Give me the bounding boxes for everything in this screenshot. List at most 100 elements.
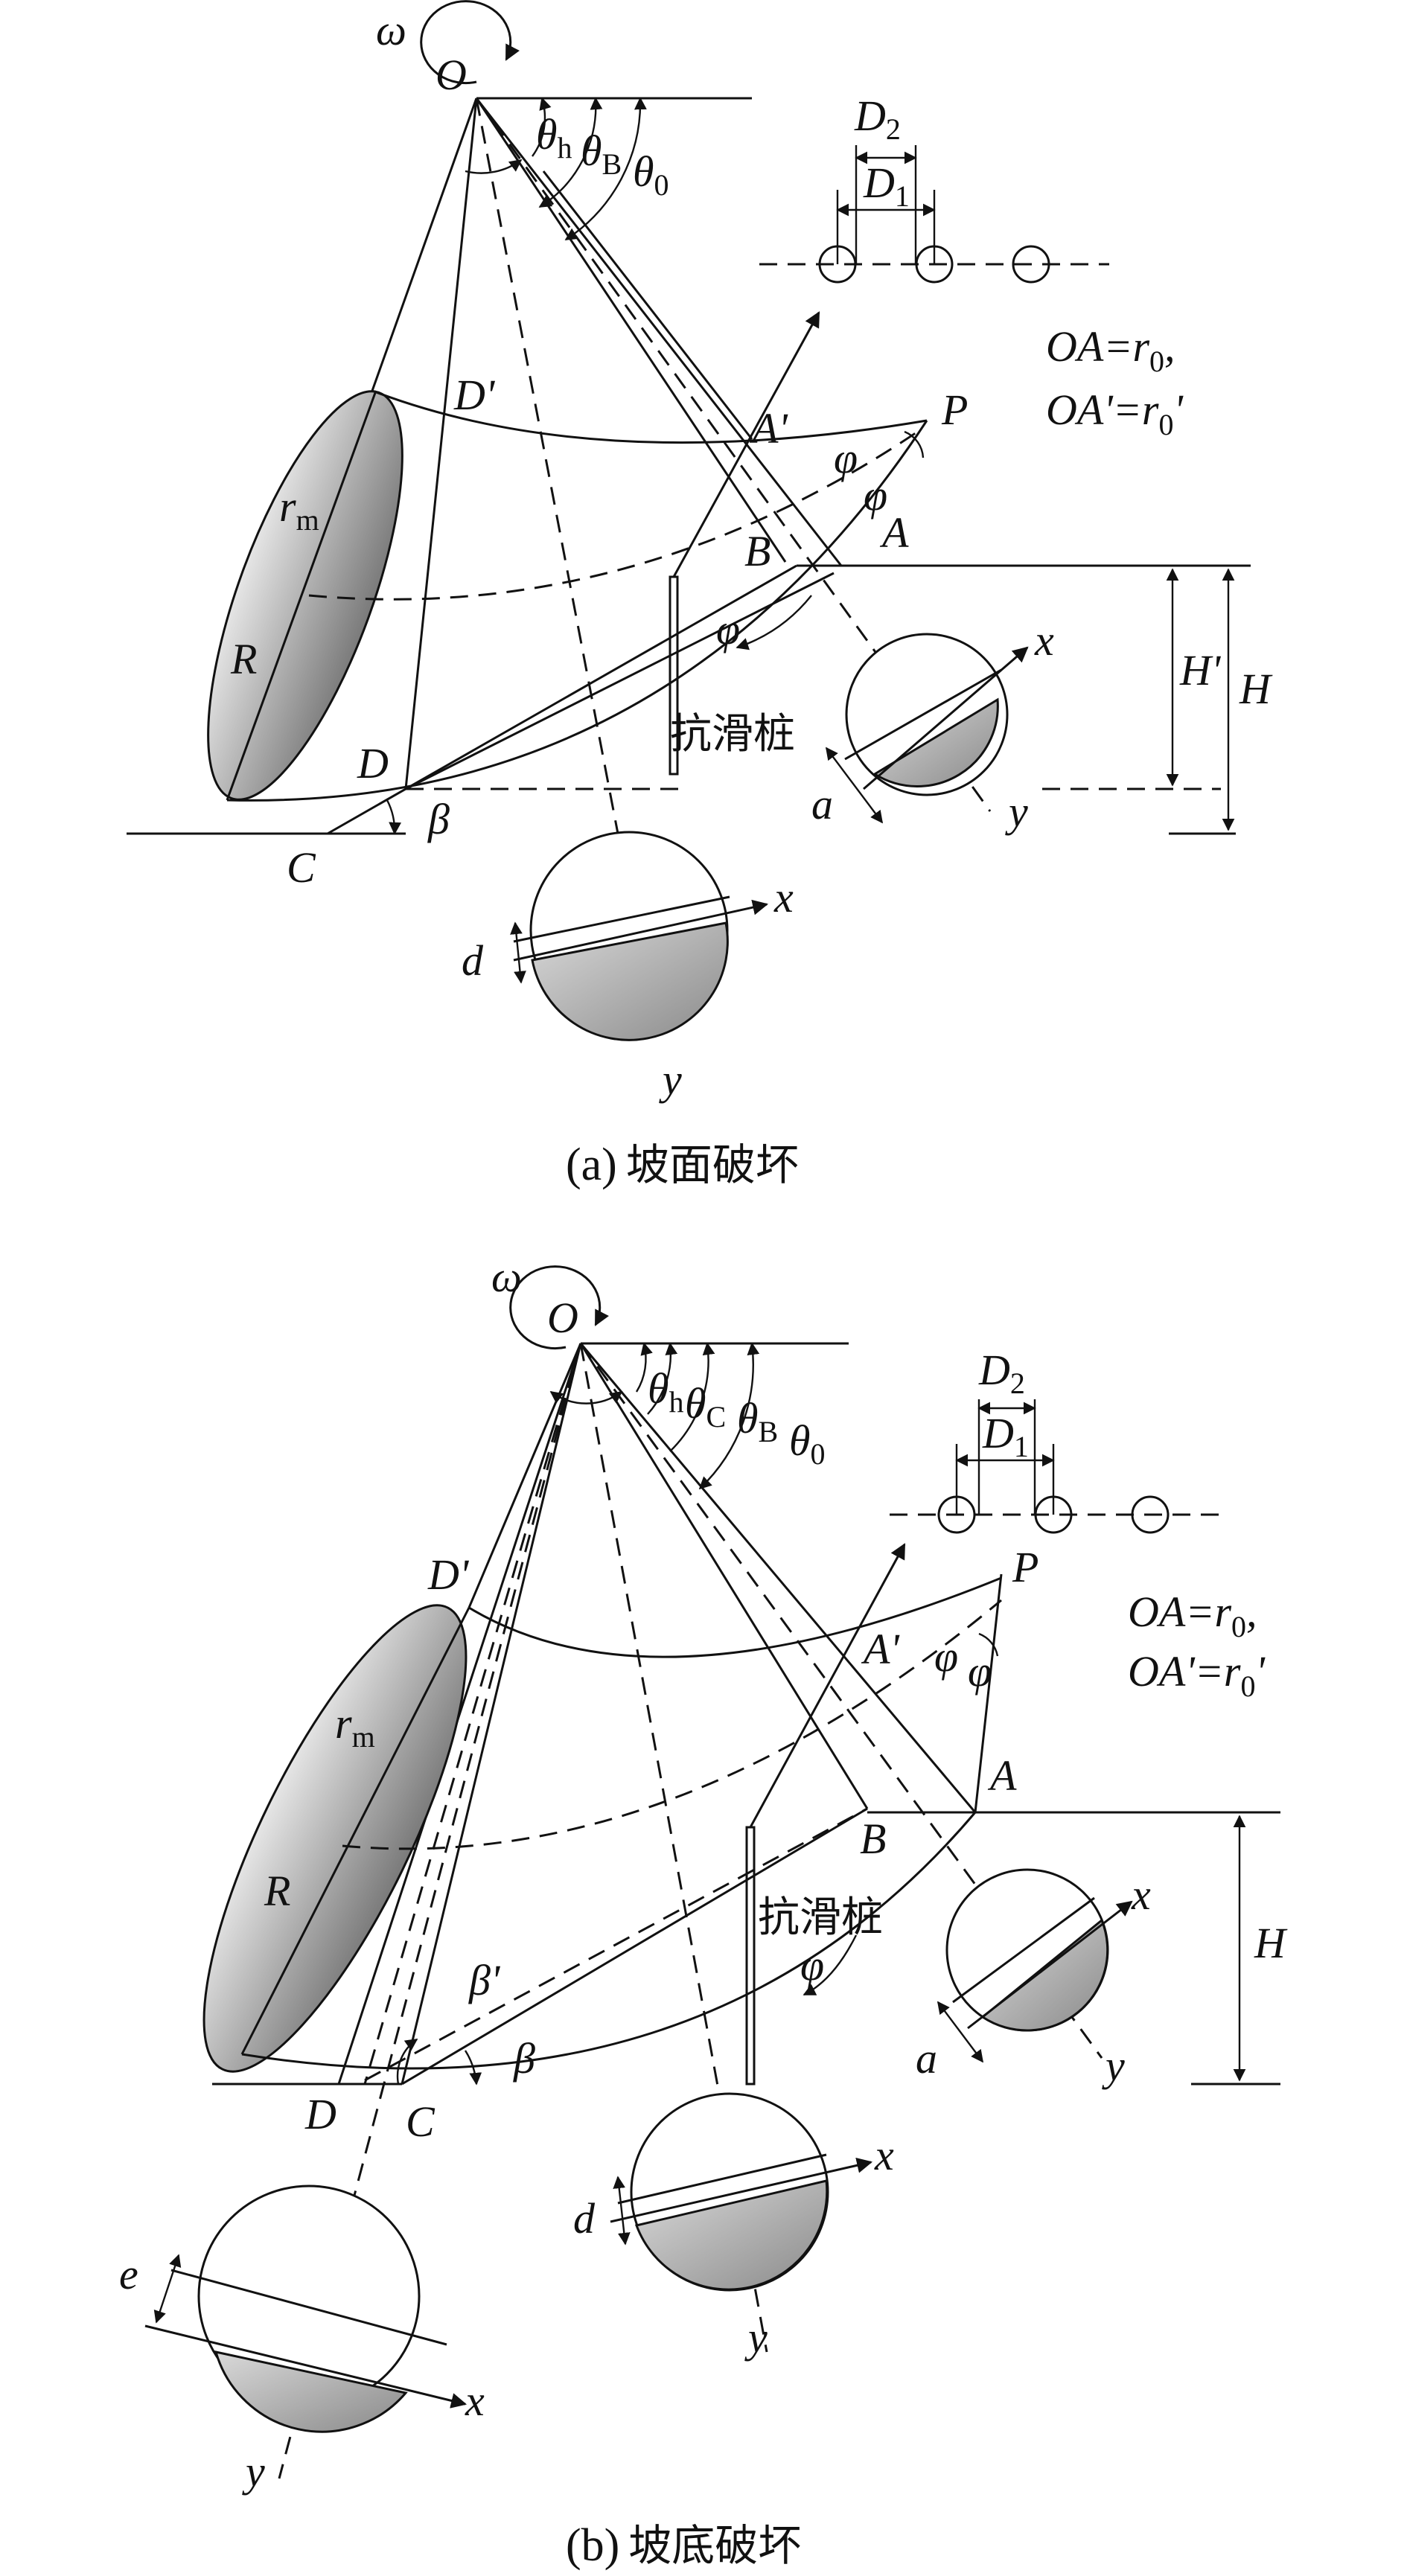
label-omega-b: ω bbox=[491, 1253, 522, 1301]
label-beta-b: β bbox=[513, 2034, 535, 2083]
label-theta-c-b: θC bbox=[685, 1379, 726, 1434]
upper-arc-a bbox=[371, 389, 928, 444]
label-e-b: e bbox=[119, 2250, 138, 2298]
label-H-b: H bbox=[1254, 1919, 1288, 1967]
upper-arc-b bbox=[468, 1576, 1002, 1658]
section-line-b3 bbox=[170, 2269, 447, 2346]
label-D1-a: D1 bbox=[863, 159, 910, 213]
label-B-b: B bbox=[860, 1815, 886, 1863]
section-axis-x-a1 bbox=[863, 646, 1029, 790]
eq1-b: OA=r0, bbox=[1128, 1588, 1257, 1643]
label-theta-h-a: θh bbox=[536, 110, 572, 164]
label-x1-b: x bbox=[1131, 1870, 1151, 1919]
slope-inner-a bbox=[405, 572, 835, 790]
label-y2-b: y bbox=[744, 2313, 768, 2362]
ellipse-axis-a bbox=[226, 390, 377, 801]
label-x3-b: x bbox=[465, 2377, 485, 2425]
rotation-arrow-a bbox=[420, 0, 520, 85]
cone-line-a1 bbox=[371, 98, 478, 391]
label-A-a: A bbox=[879, 508, 909, 557]
eq2-b: OA'=r0' bbox=[1128, 1647, 1266, 1703]
theta-c-arc-b bbox=[647, 1342, 678, 1415]
cone-ellipse-b bbox=[202, 1604, 468, 2073]
section-axis-x-b3 bbox=[144, 2324, 468, 2409]
label-a-a: a bbox=[811, 780, 833, 828]
label-D1-b: D1 bbox=[982, 1409, 1029, 1463]
dash-cone-b bbox=[363, 1343, 582, 2085]
pile-b bbox=[745, 1826, 756, 2086]
pile-circle-a3 bbox=[1012, 245, 1050, 284]
label-phi3-b: φ bbox=[800, 1941, 824, 1989]
label-Hprime-a: H' bbox=[1179, 646, 1222, 694]
phi-arrow-a bbox=[736, 595, 812, 651]
section-axis-x-b1 bbox=[967, 1900, 1133, 2030]
label-betaprime-b: β' bbox=[468, 1956, 501, 2004]
section-line-b1 bbox=[952, 1896, 1095, 2004]
section-shade-b3 bbox=[214, 2350, 408, 2433]
label-theta-0-b: θ0 bbox=[789, 1416, 826, 1471]
label-y2-a: y bbox=[659, 1055, 682, 1104]
label-rm-a: rm bbox=[279, 482, 319, 537]
label-x2-b: x bbox=[874, 2131, 894, 2179]
label-H-a: H bbox=[1239, 665, 1273, 713]
label-theta-b-b: θB bbox=[737, 1394, 778, 1448]
section-line-a1 bbox=[844, 668, 1002, 761]
section-e-dim-b3 bbox=[153, 2254, 182, 2324]
cone-line-a5 bbox=[542, 170, 753, 440]
dash-center-a1 bbox=[475, 98, 657, 1028]
cone-line-b5 bbox=[579, 1343, 977, 1813]
label-R-a: R bbox=[230, 635, 257, 683]
phi-arc-a bbox=[904, 430, 925, 458]
section-d-dim-b2 bbox=[613, 2176, 631, 2246]
label-C-b: C bbox=[406, 2097, 436, 2146]
panel-b: OA=r0, OA'=r0' ω O θh θC θB θ0 D2 D1 D' … bbox=[119, 1253, 1288, 2571]
lower-arc-a bbox=[226, 420, 928, 802]
caption-b: (b)坡底破坏 bbox=[566, 2520, 801, 2571]
beta-arc-a bbox=[386, 799, 401, 835]
slope-dash-b bbox=[364, 1807, 868, 2082]
cone-line-b1 bbox=[468, 1343, 582, 1608]
section-a-dim-b1 bbox=[937, 2001, 984, 2063]
dash-center-a2 bbox=[475, 98, 992, 812]
pile-circle-b3 bbox=[1131, 1495, 1170, 1534]
theta-small-arc-a bbox=[465, 159, 523, 174]
label-omega-a: ω bbox=[376, 6, 406, 54]
label-O-b: O bbox=[547, 1294, 578, 1342]
label-phi3-a: φ bbox=[716, 605, 740, 653]
label-D-a: D bbox=[357, 739, 389, 787]
section-axis-x-a2 bbox=[513, 899, 769, 962]
label-x2-a: x bbox=[773, 873, 794, 921]
beta-arc-b bbox=[464, 2050, 482, 2086]
label-theta-0-a: θ0 bbox=[633, 147, 669, 202]
label-D2-a: D2 bbox=[854, 92, 901, 146]
label-C-a: C bbox=[287, 843, 316, 892]
section-shade-a1 bbox=[872, 697, 999, 787]
label-P-b: P bbox=[1012, 1543, 1038, 1591]
section-axis-x-b2 bbox=[610, 2157, 873, 2223]
label-d-a: d bbox=[462, 936, 484, 985]
cone-line-b4 bbox=[579, 1343, 869, 1809]
label-Aprime-a: A' bbox=[749, 404, 788, 453]
panel-a: OA=r0, OA'=r0' ω O θh θB θ0 D2 D1 D' A' … bbox=[127, 0, 1273, 1190]
label-y1-b: y bbox=[1102, 2042, 1125, 2090]
mid-dash-arc-b bbox=[342, 1599, 1002, 1850]
label-Dprime-a: D' bbox=[453, 371, 496, 419]
cone-ellipse-a bbox=[207, 390, 403, 801]
mid-dash-arc-a bbox=[308, 426, 924, 601]
label-P-a: P bbox=[941, 386, 968, 434]
section-line-b2 bbox=[617, 2153, 827, 2205]
cone-line-a3 bbox=[475, 98, 787, 563]
theta-0-arc-b bbox=[698, 1342, 760, 1490]
label-a-b: a bbox=[916, 2034, 937, 2083]
label-theta-b-a: θB bbox=[581, 127, 622, 181]
label-y3-b: y bbox=[242, 2447, 265, 2496]
label-phi2-a: φ bbox=[864, 471, 887, 520]
label-O-a: O bbox=[436, 51, 467, 99]
rotation-arrow-b bbox=[509, 1265, 609, 1350]
section-line-a2 bbox=[513, 895, 730, 943]
label-D-b: D bbox=[304, 2090, 336, 2138]
ellipse-axis-b bbox=[240, 1607, 470, 2055]
label-d-b: d bbox=[573, 2194, 596, 2243]
theta-0-arc-a bbox=[564, 97, 647, 241]
